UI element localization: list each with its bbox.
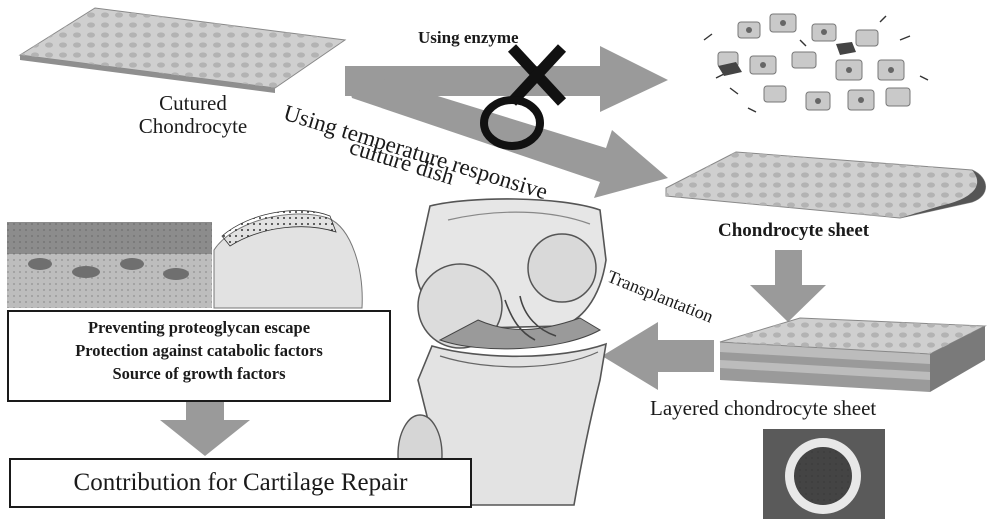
using-enzyme-label: Using enzyme (418, 28, 519, 48)
chondrocyte-sheet-icon (666, 152, 986, 218)
cultured-chondrocyte-plate-icon (20, 8, 345, 93)
benefit-item: Preventing proteoglycan escape (9, 318, 389, 338)
layered-sheet-label: Layered chondrocyte sheet (650, 396, 876, 421)
conclusion-box: Contribution for Cartilage Repair (9, 458, 472, 508)
conclusion-text: Contribution for Cartilage Repair (11, 469, 470, 497)
transplantation-arrow (602, 322, 714, 390)
cultured-line-1: Cutured (118, 92, 268, 115)
cultured-chondrocyte-label: Cutured Chondrocyte (118, 92, 268, 138)
benefits-box: Preventing proteoglycan escape Protectio… (7, 310, 391, 402)
culture-dish-photo (763, 429, 885, 519)
dissociated-cells-icon (704, 14, 928, 112)
benefit-item: Source of growth factors (9, 364, 389, 384)
layered-sheet-icon (720, 318, 985, 392)
benefit-item: Protection against catabolic factors (9, 341, 389, 361)
cultured-line-2: Chondrocyte (118, 115, 268, 138)
down-arrow (750, 250, 826, 322)
cartilage-dome-icon (214, 210, 362, 308)
chondrocyte-sheet-label: Chondrocyte sheet (718, 220, 869, 242)
histology-image (7, 222, 212, 308)
